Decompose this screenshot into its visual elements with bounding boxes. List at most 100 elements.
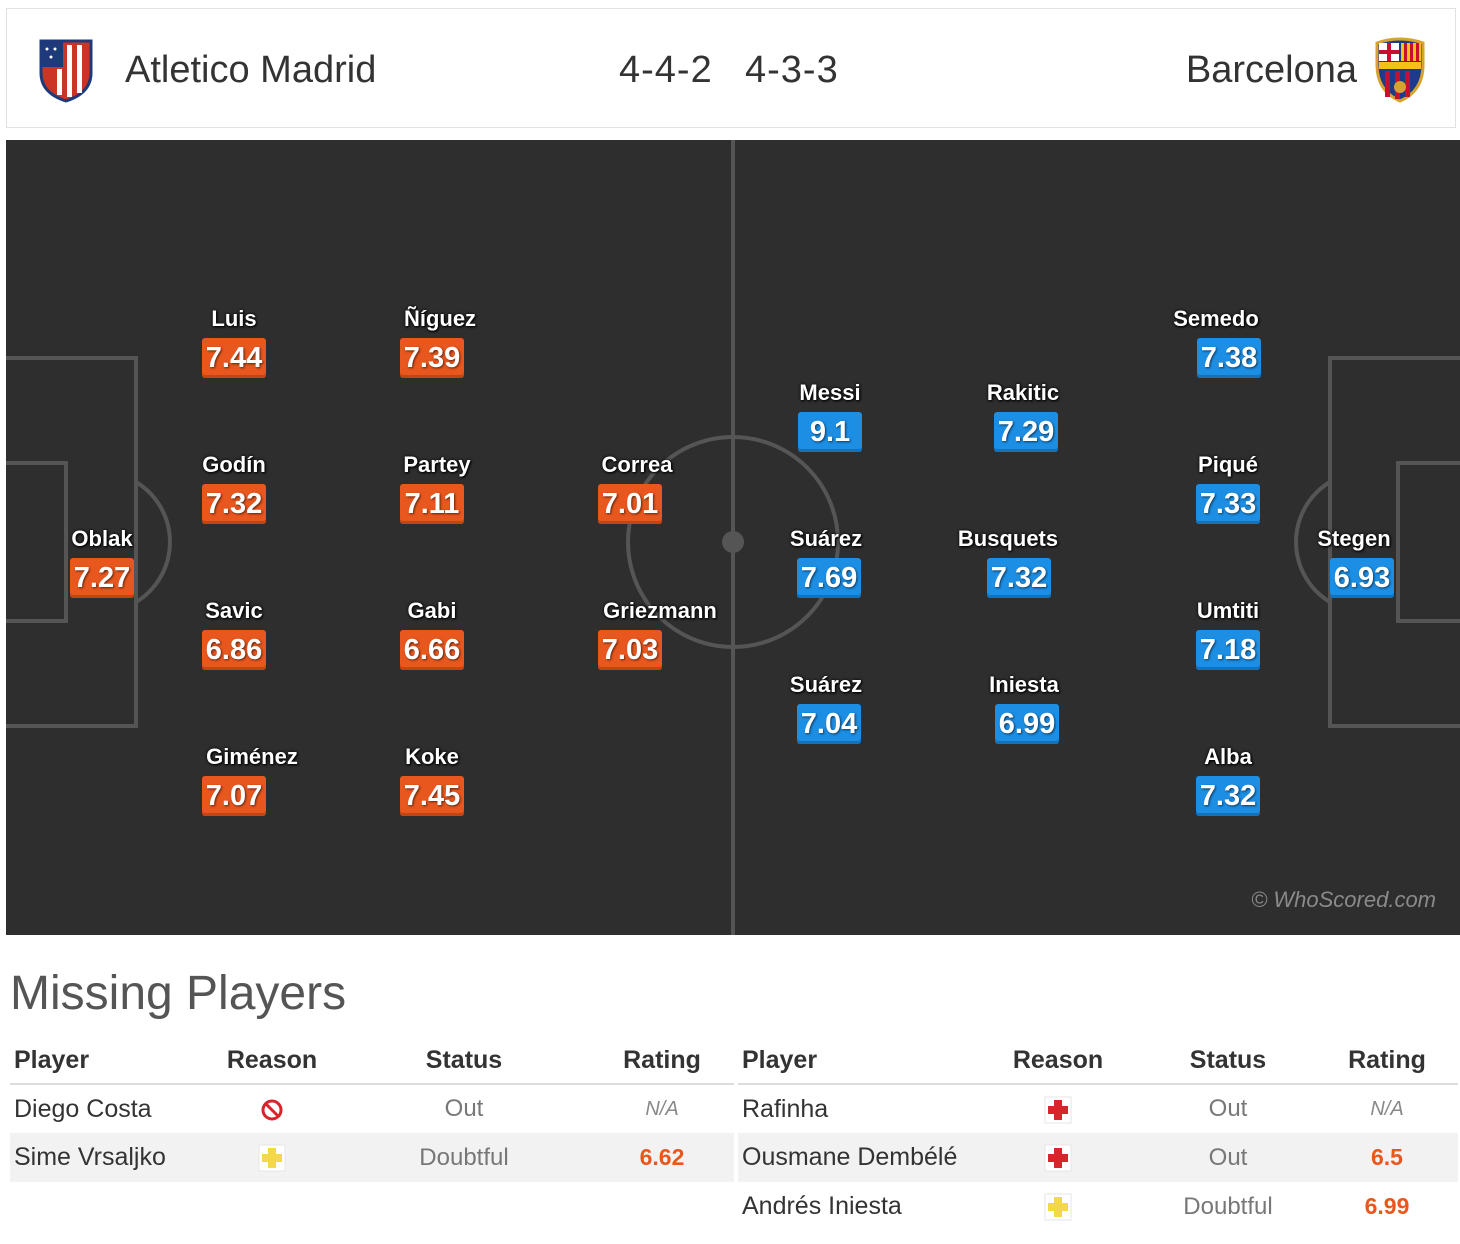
player-name: Rakitic <box>986 380 1060 405</box>
reason-cell <box>206 1133 338 1182</box>
away-player[interactable]: Iniesta 6.99 <box>954 672 1094 744</box>
rating: 6.62 <box>590 1133 734 1182</box>
away-team-name[interactable]: Barcelona <box>1185 49 1357 91</box>
player-rating: 6.93 <box>1330 558 1394 598</box>
reason-cell <box>976 1182 1140 1231</box>
player-name: Iniesta <box>989 672 1059 697</box>
injury-icon <box>1044 1096 1072 1124</box>
home-player[interactable]: Oblak 7.27 <box>32 526 172 598</box>
player-name[interactable]: Andrés Iniesta <box>742 1192 902 1220</box>
player-rating: 7.45 <box>400 776 464 816</box>
home-player[interactable]: Luis 7.44 <box>164 306 304 378</box>
barcelona-crest-icon <box>1375 37 1425 103</box>
away-player[interactable]: Semedo 7.38 <box>1146 306 1286 378</box>
pitch: Oblak 7.27 Luis 7.44 Godín 7.32 Savic 6.… <box>6 140 1460 935</box>
col-player: Player <box>738 1038 976 1085</box>
player-name[interactable]: Sime Vrsaljko <box>10 1133 206 1182</box>
rating: N/A <box>645 1097 679 1120</box>
player-name: Alba <box>1204 744 1252 769</box>
status: Doubtful <box>338 1133 590 1182</box>
table-row: Rafinha Out N/A <box>738 1084 1458 1133</box>
player-rating: 7.39 <box>400 338 464 378</box>
table-row: Diego Costa Out N/A <box>10 1084 734 1133</box>
home-player[interactable]: Partey 7.11 <box>367 452 507 524</box>
injury-icon <box>1044 1144 1072 1172</box>
away-formation: 4-3-3 <box>745 49 839 91</box>
home-player[interactable]: Griezmann 7.03 <box>590 598 730 670</box>
player-name: Correa <box>601 452 673 477</box>
home-player[interactable]: Godín 7.32 <box>164 452 304 524</box>
player-rating: 6.66 <box>400 630 464 670</box>
table-row: Sime Vrsaljko Doubtful 6.62 <box>10 1133 734 1182</box>
player-name: Partey <box>403 452 471 477</box>
away-player[interactable]: Stegen 6.93 <box>1284 526 1424 598</box>
player-name: Piqué <box>1198 452 1258 477</box>
player-name: Gabi <box>407 598 457 623</box>
status: Out <box>1140 1133 1316 1182</box>
status: Out <box>1208 1095 1248 1122</box>
doubtful-icon <box>258 1144 286 1172</box>
pitch-markings <box>6 140 1460 935</box>
col-reason: Reason <box>206 1038 338 1085</box>
player-name: Godín <box>202 452 266 477</box>
col-status: Status <box>1140 1038 1316 1085</box>
player-name: Suárez <box>789 672 863 697</box>
player-rating: 6.99 <box>995 704 1059 744</box>
away-missing-table: Player Reason Status Rating Rafinha Out … <box>738 1038 1458 1231</box>
col-reason: Reason <box>976 1038 1140 1085</box>
player-rating: 7.04 <box>797 704 861 744</box>
player-name: Umtiti <box>1196 598 1260 623</box>
table-row: Andrés Iniesta Doubtful 6.99 <box>738 1182 1458 1231</box>
away-player[interactable]: Suárez 7.04 <box>756 672 896 744</box>
home-player[interactable]: Giménez 7.07 <box>182 744 322 816</box>
player-name[interactable]: Rafinha <box>742 1094 829 1123</box>
status: Out <box>444 1095 484 1122</box>
away-player[interactable]: Alba 7.32 <box>1158 744 1298 816</box>
away-player[interactable]: Piqué 7.33 <box>1158 452 1298 524</box>
suspended-icon <box>261 1099 283 1121</box>
player-rating: 7.32 <box>1196 776 1260 816</box>
player-name: Oblak <box>71 526 133 551</box>
player-name: Stegen <box>1317 526 1391 551</box>
away-player[interactable]: Rakitic 7.29 <box>953 380 1093 452</box>
home-player[interactable]: Koke 7.45 <box>362 744 502 816</box>
col-rating: Rating <box>1316 1038 1458 1085</box>
player-name[interactable]: Ousmane Dembélé <box>738 1133 976 1182</box>
player-name[interactable]: Diego Costa <box>14 1094 152 1123</box>
player-rating: 7.32 <box>202 484 266 524</box>
home-player[interactable]: Ñíguez 7.39 <box>370 306 510 378</box>
missing-players-title: Missing Players <box>10 967 347 1020</box>
rating: 6.99 <box>1364 1193 1410 1219</box>
table-row: Ousmane Dembélé Out 6.5 <box>738 1133 1458 1182</box>
player-rating: 7.01 <box>598 484 662 524</box>
status: Doubtful <box>1183 1192 1273 1220</box>
reason-cell <box>976 1133 1140 1182</box>
player-rating: 9.1 <box>798 412 862 452</box>
atletico-crest-icon <box>39 39 93 103</box>
player-name: Koke <box>405 744 459 769</box>
home-missing-table: Player Reason Status Rating Diego Costa … <box>10 1038 734 1182</box>
player-rating: 7.03 <box>598 630 662 670</box>
away-player[interactable]: Busquets 7.32 <box>938 526 1078 598</box>
watermark: © WhoScored.com <box>1251 887 1436 912</box>
match-header: Atletico Madrid 4-4-2 4-3-3 Barcelona <box>6 8 1456 128</box>
player-name: Griezmann <box>603 598 717 623</box>
home-player[interactable]: Savic 6.86 <box>164 598 304 670</box>
player-name: Ñíguez <box>403 306 477 331</box>
player-name: Semedo <box>1173 306 1259 331</box>
col-rating: Rating <box>590 1038 734 1085</box>
player-rating: 7.32 <box>987 558 1051 598</box>
player-rating: 7.44 <box>202 338 266 378</box>
home-player[interactable]: Gabi 6.66 <box>362 598 502 670</box>
away-player[interactable]: Umtiti 7.18 <box>1158 598 1298 670</box>
player-name: Luis <box>211 306 257 331</box>
rating: N/A <box>1370 1097 1404 1120</box>
player-rating: 7.69 <box>797 558 861 598</box>
away-player[interactable]: Messi 9.1 <box>760 380 900 452</box>
col-player: Player <box>10 1038 206 1085</box>
away-player[interactable]: Suárez 7.69 <box>756 526 896 598</box>
home-player[interactable]: Correa 7.01 <box>567 452 707 524</box>
player-name: Busquets <box>957 526 1059 551</box>
home-team-name[interactable]: Atletico Madrid <box>125 49 377 91</box>
player-name: Giménez <box>206 744 298 769</box>
